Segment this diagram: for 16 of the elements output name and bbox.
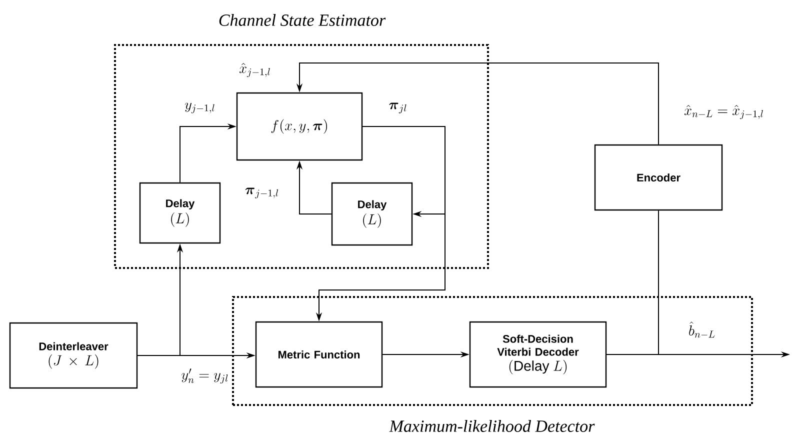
block-box: Encoder: [594, 144, 723, 211]
block-box: Deinterleaver $(J \times L)$: [9, 322, 138, 389]
edge-label: $y'_n = y_{jl}$: [180, 368, 230, 384]
edge-label: $\boldsymbol{\pi}_{j-1,l}$: [244, 186, 280, 200]
block-box: $f(x, y, \boldsymbol{\pi})$: [236, 92, 363, 161]
signal-label: $\hat{x}_{j-1,l}$: [238, 62, 272, 78]
edge-label: $\boldsymbol{\pi}_{jl}$: [388, 102, 408, 114]
block-box: Soft-Decision Viterbi Decoder $(\mathrm{Delay}\ L)$: [469, 321, 607, 388]
edge-label: $y_{j-1,l}$: [184, 102, 216, 114]
block-box: Delay $(L)$: [331, 182, 413, 246]
group-title: Channel State Estimator: [219, 14, 386, 26]
edge-label: $\hat{x}_{n-L} = \hat{x}_{j-1,l}$: [683, 104, 765, 120]
group-title: Maximum-likelihood Detector: [389, 420, 595, 432]
block-box: Metric Function: [255, 321, 383, 388]
edge-label: $\hat{b}_{n-L}$: [687, 320, 717, 340]
block-box: Delay $(L)$: [139, 182, 221, 244]
